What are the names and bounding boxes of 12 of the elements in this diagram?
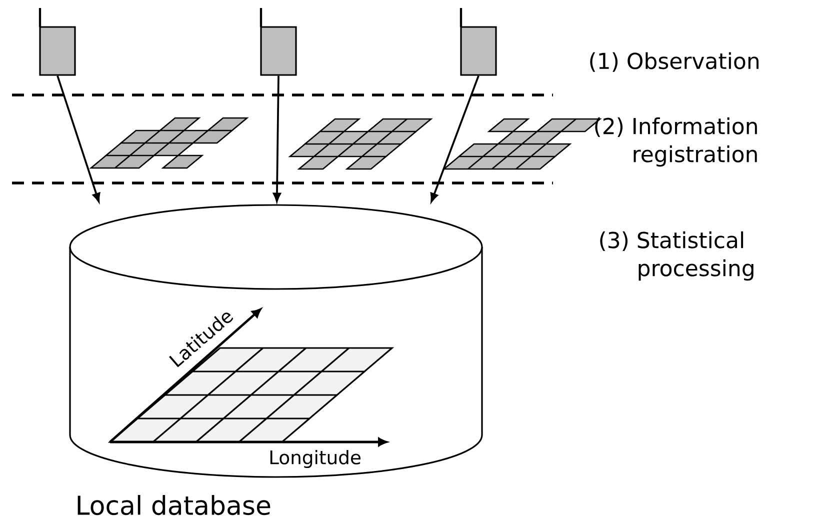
arrow <box>56 76 100 202</box>
device-drawing <box>260 8 297 76</box>
database-cylinder <box>69 204 483 478</box>
step-label: (2) Information registration <box>595 117 757 167</box>
node-label: Local database <box>78 494 270 516</box>
step-label: (3) Statistical processing <box>600 231 754 281</box>
step-label: (1) Observation <box>590 52 758 72</box>
arrow <box>430 75 480 202</box>
axis-label: Longitude <box>270 450 360 468</box>
device-drawing <box>460 8 497 76</box>
arrow <box>273 76 281 202</box>
device-drawing <box>38 8 76 76</box>
